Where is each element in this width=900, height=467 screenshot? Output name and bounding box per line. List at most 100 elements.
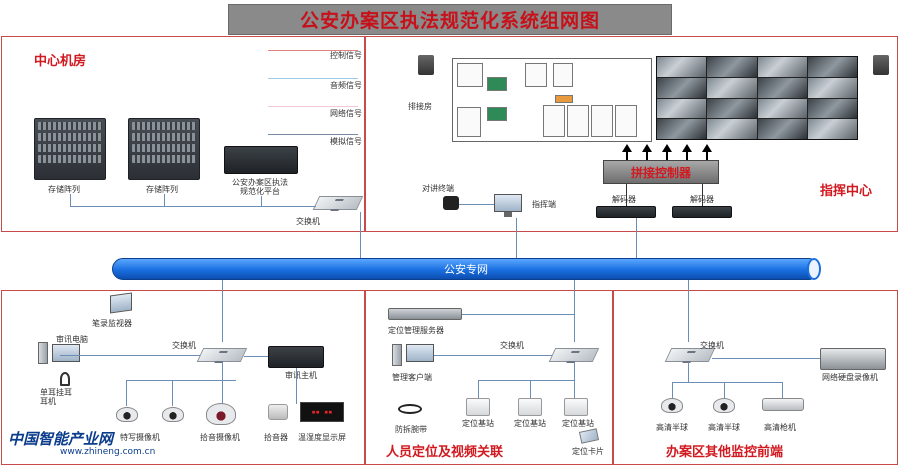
platform-label: 公安办案区执法 规范化平台 [232, 178, 288, 196]
interrogation-panel [1, 290, 365, 465]
positioning-switch-label: 交换机 [500, 341, 524, 350]
legend: 控制信号 音频信号 网络信号 模拟信号 [268, 50, 364, 152]
pickup-camera-label: 拾音摄像机 [200, 433, 240, 442]
positioning-panel-label: 人员定位及视频关联 [386, 445, 504, 460]
nvr-label: 网络硬盘录像机 [822, 373, 878, 382]
decoder-to-net-link [636, 218, 637, 258]
client-pc-icon [392, 344, 402, 366]
legend-label-audio: 音频信号 [330, 81, 362, 90]
watermark-brand: 中国智能产业网 [8, 430, 114, 448]
police-network-bus: 公安专网 [112, 258, 821, 280]
positioning-switch-icon [548, 348, 600, 362]
interrogation-cam-bus [126, 380, 236, 381]
legend-label-control: 控制信号 [330, 51, 362, 60]
switch-host-link [244, 356, 268, 357]
diagram-title: 公安办案区执法规范化系统组网图 [228, 4, 672, 35]
floor-plan-label: 排接房 [408, 102, 432, 111]
legend-label-network: 网络信号 [330, 109, 362, 118]
interrogation-bus-line [60, 355, 200, 356]
center-switch-icon [312, 196, 364, 210]
intercom-pc-link [459, 204, 494, 205]
legend-item-analog: 模拟信号 [268, 134, 364, 152]
base3-link [574, 380, 575, 398]
positioning-server-icon [388, 308, 462, 320]
closeup-camera-label: 特写摄像机 [120, 433, 160, 442]
cam3-link [222, 380, 223, 404]
other-cam3-link [782, 382, 783, 398]
center-room-label: 中心机房 [34, 54, 87, 69]
headset-label: 单耳挂耳 耳机 [40, 388, 72, 406]
interrogation-host-icon [268, 346, 324, 368]
legend-item-control: 控制信号 [268, 50, 364, 68]
storage-array-2-label: 存储阵列 [146, 185, 178, 194]
headset-icon [60, 372, 70, 386]
hd-dome-1-icon [661, 398, 683, 413]
base-bus-riser [574, 362, 575, 380]
base-station-1-label: 定位基站 [462, 419, 494, 428]
hd-dome-1-label: 高清半球 [656, 423, 688, 432]
other-front-panel-label: 办案区其他监控前端 [666, 445, 784, 460]
notebook-monitor-label: 笔录监视器 [92, 319, 132, 328]
storage-array-1-label: 存储阵列 [48, 185, 80, 194]
cam2-link [172, 380, 173, 406]
storage-2-link [164, 194, 165, 206]
interrogation-switch-icon [196, 348, 248, 362]
arrow-up-icon [682, 144, 692, 160]
other-front-panel [613, 290, 898, 465]
other-switch-label: 交换机 [700, 341, 724, 350]
hd-bullet-camera-icon [762, 398, 804, 411]
police-network-label: 公安专网 [444, 263, 488, 276]
intercom-icon [443, 196, 459, 210]
other-cam-bus [672, 382, 782, 383]
legend-line-audio [268, 78, 358, 79]
base-station-2-label: 定位基站 [514, 419, 546, 428]
microphone-icon [268, 404, 288, 420]
base2-link [530, 380, 531, 398]
command-center-label: 指挥中心 [820, 184, 873, 199]
base-station-3-label: 定位基站 [562, 419, 594, 428]
decoder-1-label: 解码器 [612, 195, 636, 204]
legend-item-audio: 音频信号 [268, 78, 364, 96]
nvr-icon [820, 348, 886, 370]
closeup-camera-icon [116, 407, 138, 422]
hd-bullet-label: 高清枪机 [764, 423, 796, 432]
decoder-1-icon [596, 206, 656, 218]
storage-array-1-icon [34, 118, 106, 180]
other-cam1-link [672, 382, 673, 398]
legend-item-network: 网络信号 [268, 106, 364, 124]
client-label: 管理客户端 [392, 373, 432, 382]
command-pc-icon [494, 194, 522, 217]
center-switch-label: 交换机 [296, 217, 320, 226]
center-bus-line [70, 206, 316, 207]
base1-link [478, 380, 479, 398]
pickup-camera-icon [206, 403, 236, 425]
watermark-url: www.zhineng.com.cn [60, 447, 156, 457]
legend-line-analog [268, 134, 358, 135]
arrow-up-icon [642, 144, 652, 160]
video-wall [656, 56, 858, 140]
floor-plan [452, 58, 652, 142]
anti-tamper-label: 防拆腕带 [395, 425, 427, 434]
interrogation-pc-icon [38, 342, 48, 364]
legend-line-network [268, 106, 358, 107]
cam-bus-riser [222, 362, 223, 380]
interrogation-host-label: 审讯主机 [285, 371, 317, 380]
other-cam2-link [724, 382, 725, 398]
temp-display-icon: ▪▪ ▪▪ [300, 402, 344, 422]
net-to-positioning-link [574, 280, 575, 342]
arrow-up-icon [662, 144, 672, 160]
arrow-up-icon [702, 144, 712, 160]
storage-1-link [70, 194, 71, 206]
client-switch-link [434, 355, 552, 356]
microphone-label: 拾音器 [264, 433, 288, 442]
center-to-net-link [360, 212, 361, 258]
command-pc-label: 指挥端 [532, 200, 556, 209]
other-cam-riser [688, 362, 689, 382]
notebook-monitor-icon [110, 292, 132, 314]
decoder-1-up-link [626, 184, 627, 206]
network-bus-end-cap [807, 258, 821, 280]
host-devices-link [296, 368, 297, 404]
platform-link [261, 196, 262, 206]
dome-camera-icon [162, 407, 184, 422]
platform-server-icon [224, 146, 298, 174]
